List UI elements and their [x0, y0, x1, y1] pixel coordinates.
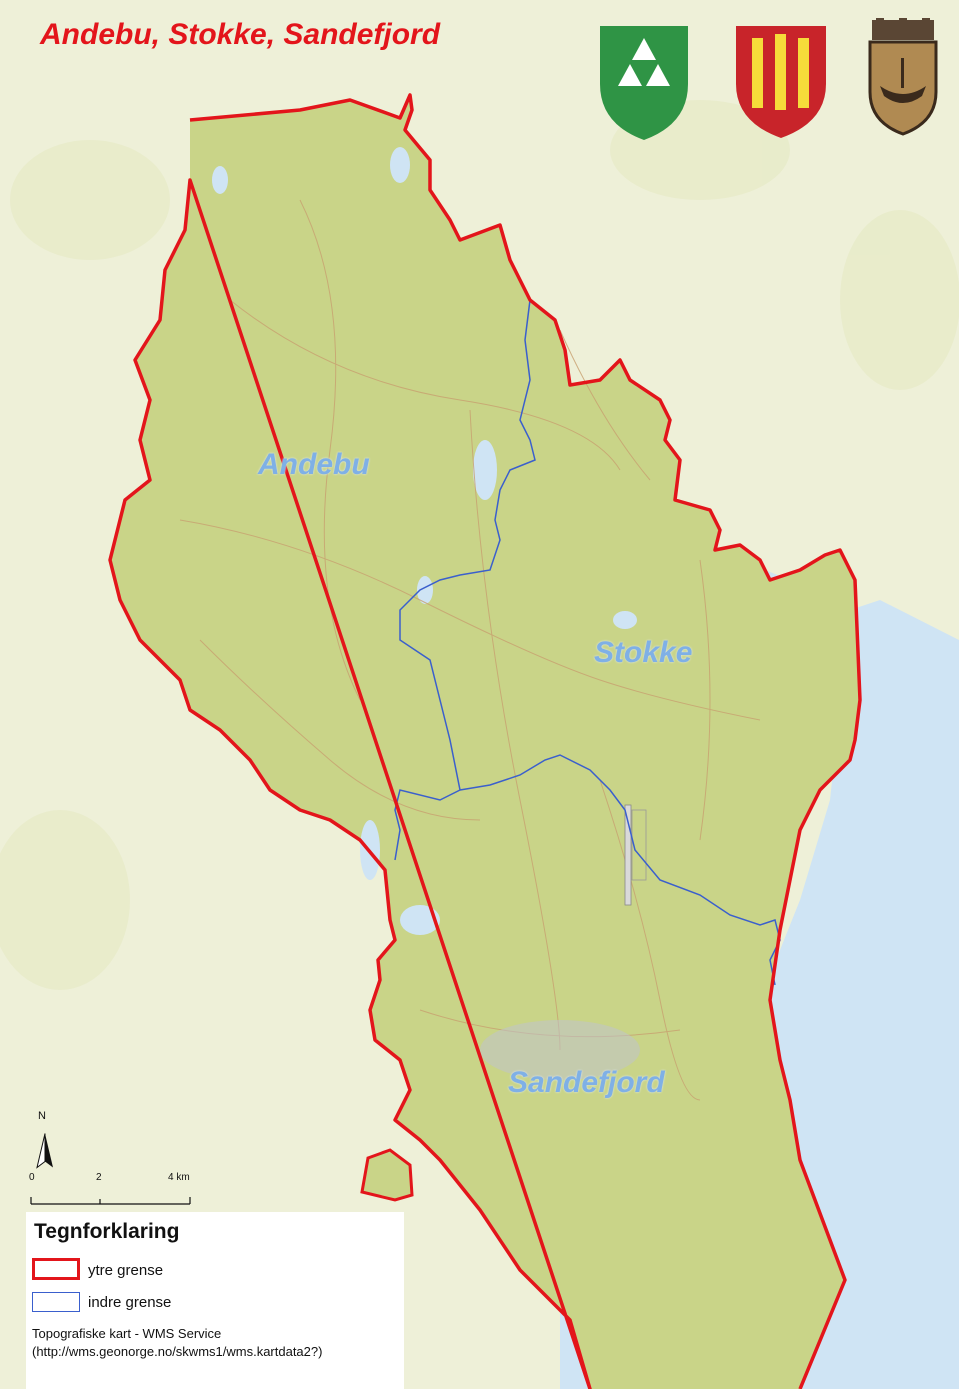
legend-swatch-inner — [32, 1292, 80, 1312]
road-network — [179, 199, 761, 1101]
scale-tick-0: 0 — [29, 1172, 35, 1183]
inner-border-line — [394, 299, 781, 986]
source-line-1: Topografiske kart - WMS Service — [32, 1326, 222, 1341]
scale-bar — [30, 1197, 191, 1205]
legend-panel: Tegnforklaring ytre grense indre grense … — [26, 1212, 404, 1389]
north-letter: N — [38, 1110, 46, 1122]
map-title: Andebu, Stokke, Sandefjord — [40, 18, 441, 51]
municipality-land — [110, 95, 860, 1389]
source-line-2: (http://wms.geonorge.no/skwms1/wms.kartd… — [32, 1344, 323, 1359]
north-arrow-icon — [36, 1133, 53, 1169]
label-stokke: Stokke — [594, 636, 693, 669]
stokke-crest-icon — [736, 26, 826, 138]
scale-tick-4: 4 km — [168, 1172, 190, 1183]
legend-title: Tegnforklaring — [34, 1220, 180, 1243]
label-andebu: Andebu — [258, 448, 370, 481]
scale-tick-2: 2 — [96, 1172, 102, 1183]
airport-runway — [624, 804, 647, 906]
legend-swatch-outer — [32, 1258, 80, 1280]
inland-lakes — [212, 147, 637, 935]
legend-item-outer: ytre grense — [88, 1262, 164, 1279]
andebu-crest-icon — [600, 26, 688, 140]
exclave-land — [360, 1148, 414, 1202]
label-sandefjord: Sandefjord — [508, 1066, 665, 1099]
urban-area — [480, 1020, 640, 1080]
outer-border-line — [108, 93, 862, 1389]
legend-item-inner: indre grense — [88, 1294, 172, 1311]
sandefjord-crest-icon — [868, 18, 938, 136]
